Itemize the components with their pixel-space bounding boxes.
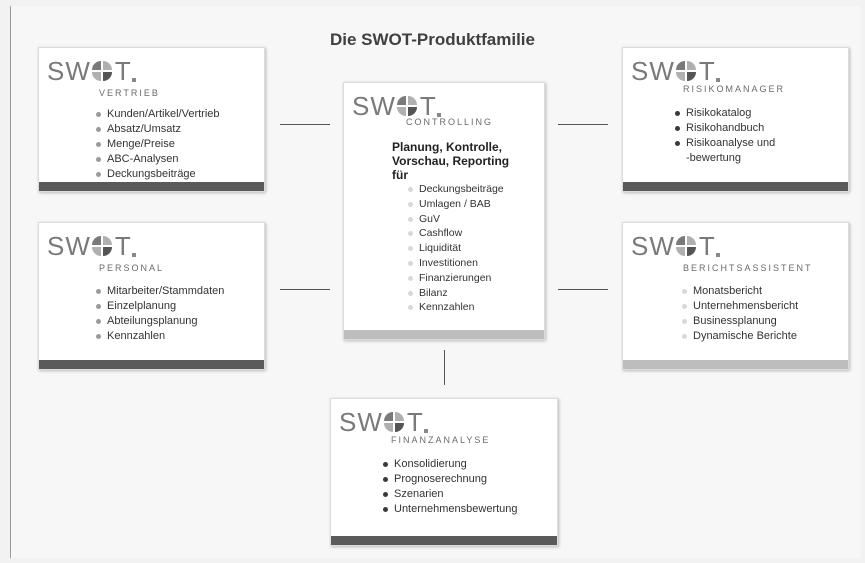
box-footer-bar: [39, 360, 264, 369]
globe-icon: [675, 236, 696, 256]
product-subtitle: CONTROLLING: [406, 117, 494, 127]
box-footer-bar: [623, 360, 848, 369]
list-item: Risikokatalog: [673, 106, 775, 121]
feature-list: Konsolidierung Prognoserechnung Szenarie…: [381, 457, 518, 517]
controlling-heading: Planung, Kontrolle, Vorschau, Reporting …: [392, 140, 510, 182]
diagram-title: Die SWOT-Produktfamilie: [330, 30, 535, 49]
list-item: ABC-Analysen: [94, 152, 220, 167]
product-subtitle: FINANZANALYSE: [391, 435, 491, 445]
connector-berichtsassistent: [558, 289, 608, 290]
list-item: Umlagen / BAB: [406, 197, 504, 212]
list-item: -bewertung: [686, 152, 742, 164]
list-item: Businessplanung: [680, 314, 798, 329]
globe-icon: [91, 61, 112, 81]
feature-list: Deckungsbeiträge Umlagen / BAB GuV Cashf…: [406, 182, 504, 315]
list-item: Konsolidierung: [381, 457, 518, 472]
list-item: Liquidität: [406, 241, 504, 256]
list-item: Kunden/Artikel/Vertrieb: [94, 107, 220, 122]
connector-finanzanalyse: [444, 350, 445, 385]
list-item: Finanzierungen: [406, 271, 504, 286]
feature-list: Kunden/Artikel/Vertrieb Absatz/Umsatz Me…: [94, 107, 220, 182]
globe-icon: [675, 61, 696, 81]
connector-personal: [280, 289, 330, 290]
list-item: Dynamische Berichte: [680, 329, 798, 344]
list-item: Abteilungsplanung: [94, 314, 224, 329]
box-footer-bar: [331, 536, 557, 545]
connector-vertrieb: [280, 124, 330, 125]
list-item: Absatz/Umsatz: [94, 122, 220, 137]
feature-list: Mitarbeiter/Stammdaten Einzelplanung Abt…: [94, 284, 224, 344]
list-item: Risikoanalyse und: [673, 136, 775, 151]
list-item: Risikohandbuch: [673, 121, 775, 136]
list-item: Cashflow: [406, 226, 504, 241]
list-item: Unternehmensbericht: [680, 299, 798, 314]
feature-list: Risikokatalog Risikohandbuch Risikoanaly…: [673, 106, 775, 166]
list-item: Prognoserechnung: [381, 472, 518, 487]
box-footer-bar: [39, 182, 264, 191]
list-item: Deckungsbeiträge: [94, 167, 220, 182]
list-item: Szenarien: [381, 487, 518, 502]
feature-list: Monatsbericht Unternehmensbericht Busine…: [680, 284, 798, 344]
globe-icon: [91, 236, 112, 256]
list-item: Bilanz: [406, 286, 504, 301]
list-item: Monatsbericht: [680, 284, 798, 299]
globe-icon: [396, 96, 417, 116]
product-subtitle: VERTRIEB: [99, 88, 160, 98]
globe-icon: [383, 412, 404, 432]
list-item: Mitarbeiter/Stammdaten: [94, 284, 224, 299]
list-item: Unternehmensbewertung: [381, 502, 518, 517]
connector-risikomanager: [558, 124, 608, 125]
list-item: Einzelplanung: [94, 299, 224, 314]
list-item: Kennzahlen: [406, 300, 504, 315]
list-item: Investitionen: [406, 256, 504, 271]
product-subtitle: BERICHTSASSISTENT: [683, 263, 813, 273]
list-item: Deckungsbeiträge: [406, 182, 504, 197]
list-item: Menge/Preise: [94, 137, 220, 152]
box-footer-bar: [623, 182, 848, 191]
list-item: Kennzahlen: [94, 329, 224, 344]
list-item: GuV: [406, 212, 504, 227]
box-footer-bar: [344, 330, 544, 339]
product-subtitle: PERSONAL: [99, 263, 165, 273]
product-subtitle: RISIKOMANAGER: [683, 84, 786, 94]
